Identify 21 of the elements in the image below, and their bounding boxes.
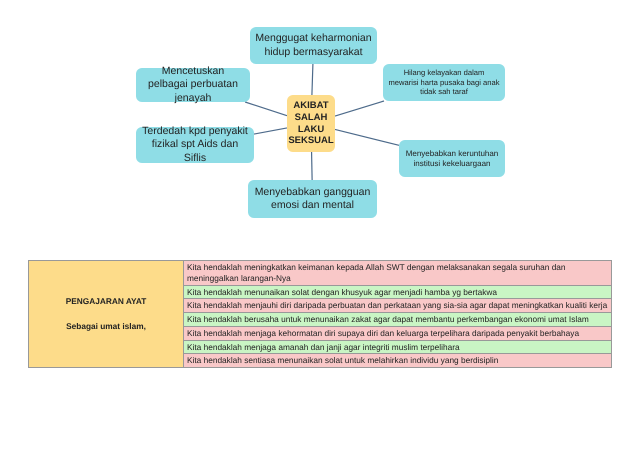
effect-box: Menggugat keharmonian hidup bermasyarakat: [250, 27, 377, 64]
connector-line: [244, 101, 288, 116]
effect-box: Menyebabkan gangguan emosi dan mental: [248, 180, 377, 218]
table-cell: Kita hendaklah meningkatkan keimanan kepada Allah SWT dengan melaksanakan segala suruhan dan meninggalkan larangan-Nya: [184, 260, 612, 286]
connector-line: [311, 64, 314, 96]
effect-box: Menyebabkan keruntuhan institusi kekeluargaan: [399, 140, 505, 177]
effect-box: Mencetuskan pelbagai perbuatan jenayah: [136, 68, 250, 102]
table-cell: Kita hendaklah menjaga amanah dan janji agar integriti muslim terpelihara: [184, 340, 612, 354]
connector-line: [254, 127, 288, 135]
table-cell: Kita hendaklah berusaha untuk menunaikan zakat agar dapat membantu perkembangan ekonomi umat Islam: [184, 312, 612, 326]
connector-line: [310, 152, 313, 180]
effect-box: Terdedah kpd penyakit fizikal spt Aids dan Siflis: [136, 127, 254, 163]
table-cell: Kita hendaklah menunaikan solat dengan khusyuk agar menjadi hamba yg bertakwa: [184, 285, 612, 299]
connector-line: [334, 128, 400, 146]
topic-box: AKIBAT SALAH LAKU SEKSUAL: [287, 95, 335, 152]
table-cell: Kita hendaklah menjauhi diri daripada perbuatan dan perkataan yang sia-sia agar dapat meningkatkan kualiti kerja: [184, 298, 612, 313]
table-cell: Kita hendaklah menjaga kehormatan diri supaya diri dan keluarga terpelihara daripada penyakit berbahaya: [184, 326, 612, 340]
table-heading: PENGAJARAN AYAT: [64, 296, 148, 308]
table-cell: Kita hendaklah sentiasa menunaikan solat untuk melahirkan individu yang berdisiplin: [184, 354, 612, 368]
table-subheading: Sebagai umat islam,: [65, 321, 147, 332]
connector-line: [334, 100, 384, 117]
